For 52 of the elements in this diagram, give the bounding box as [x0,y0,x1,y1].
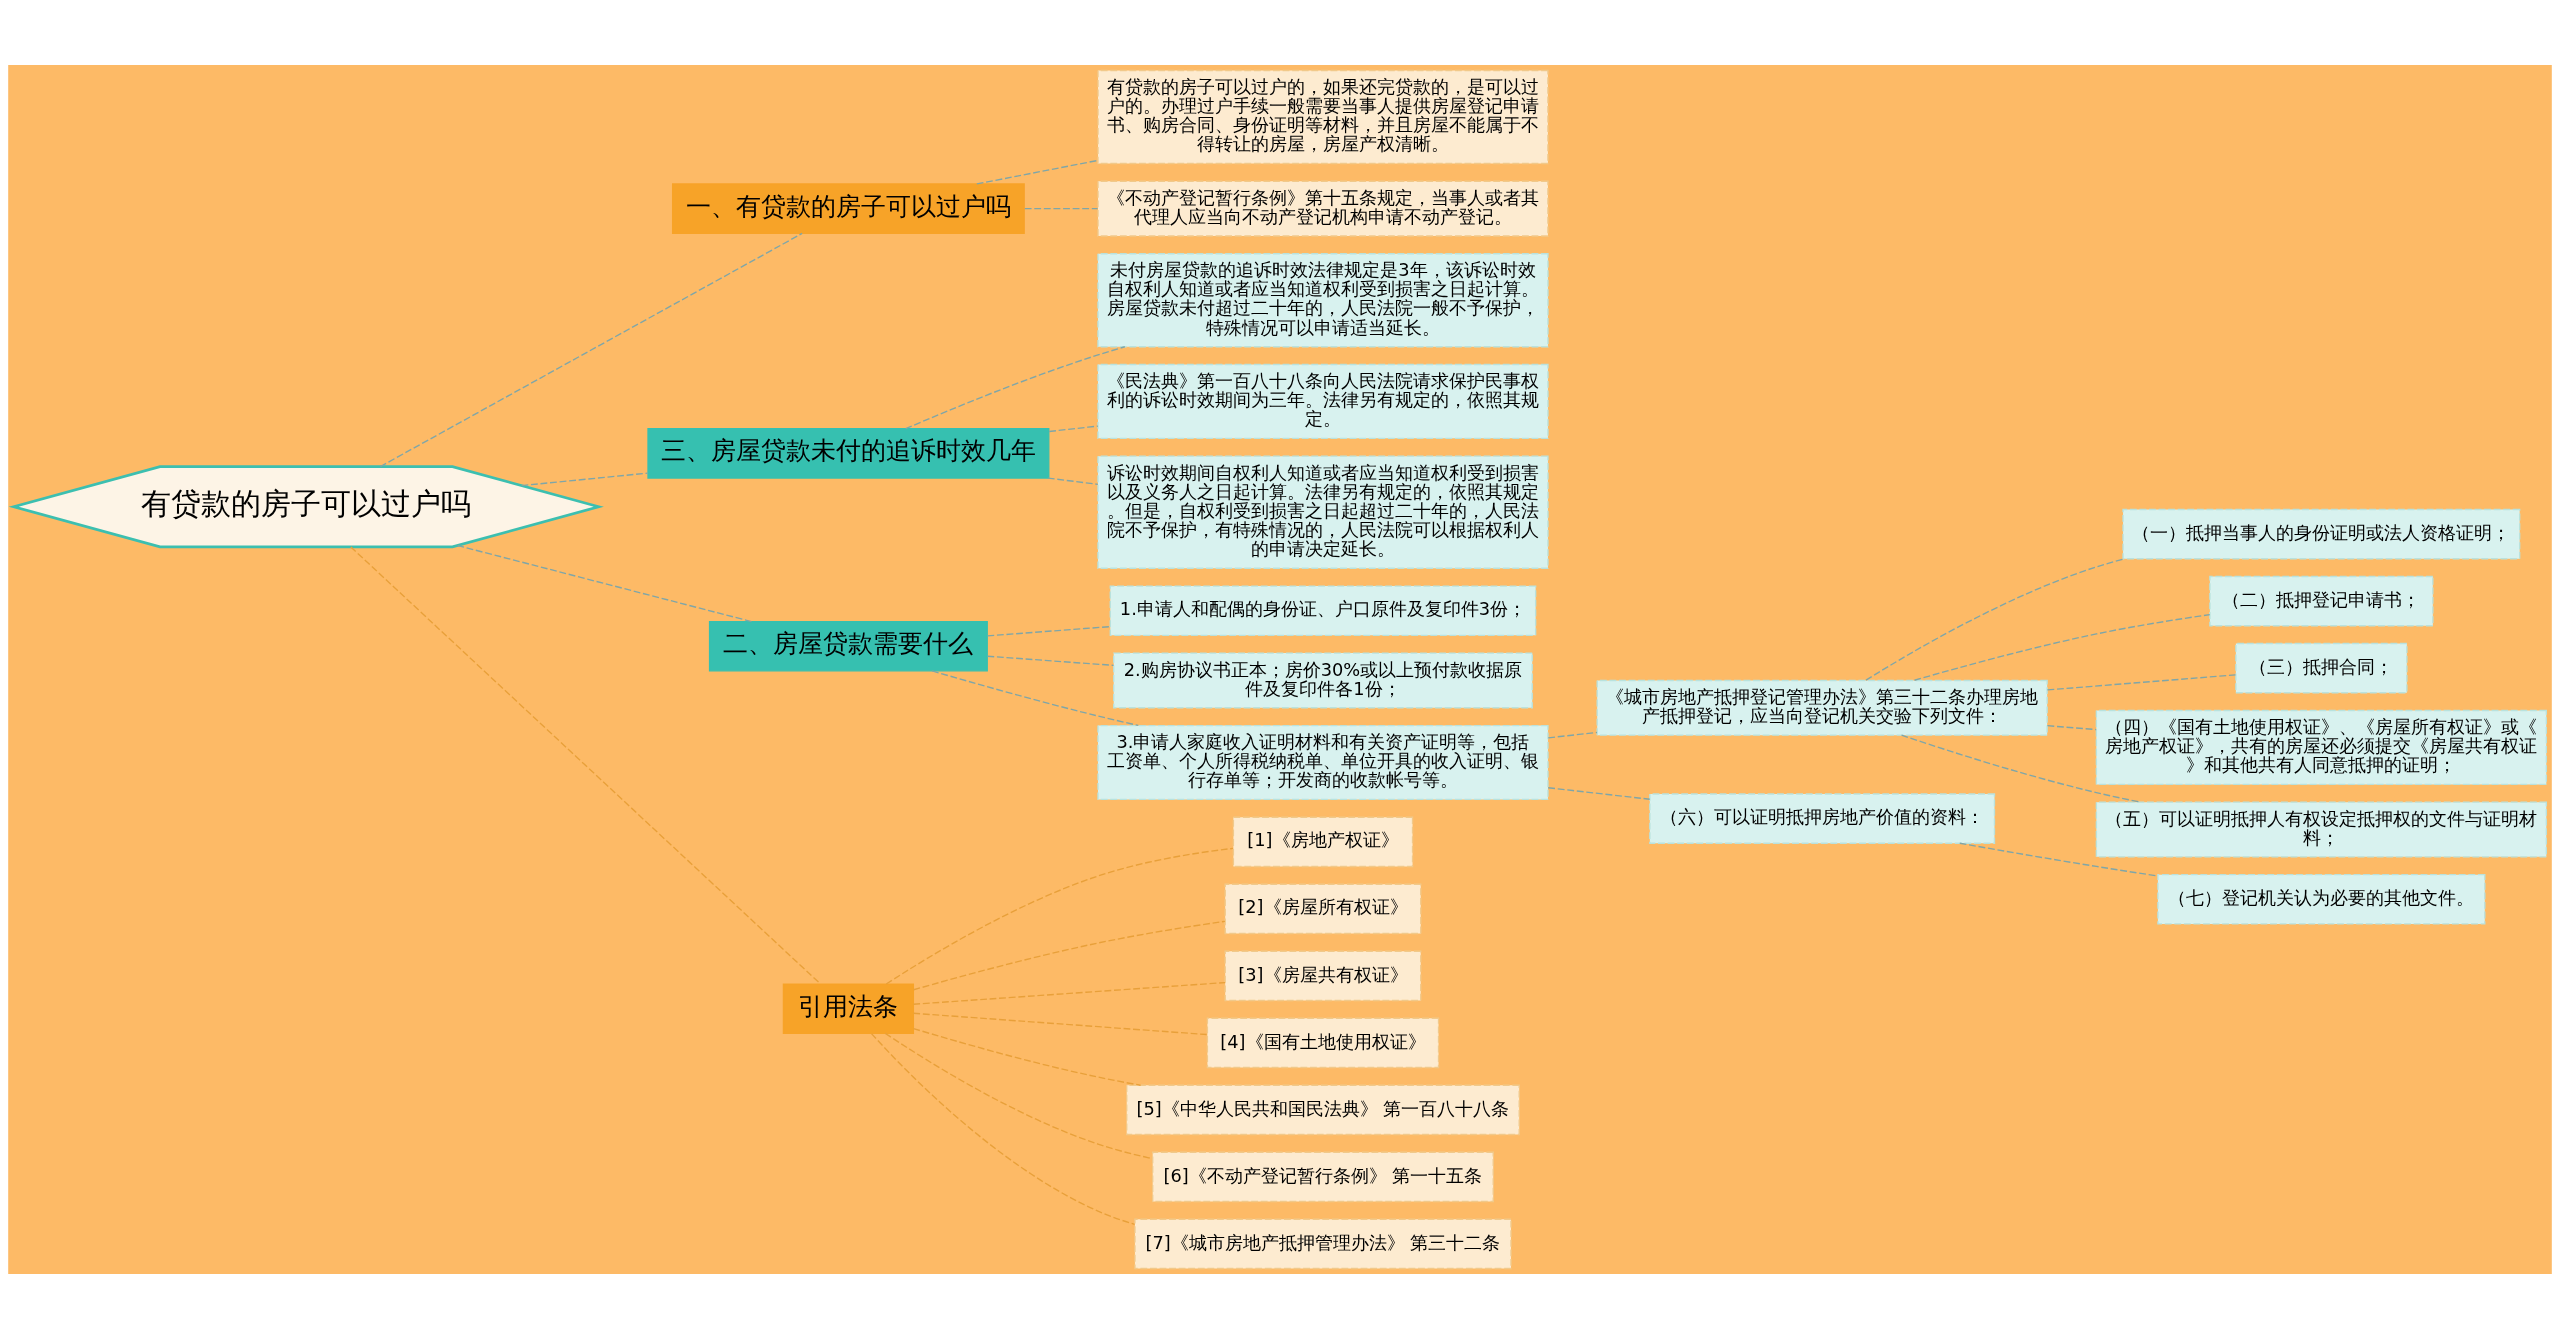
node-box: （三）抵押合同； [2235,642,2408,694]
connector [931,670,1139,727]
connector [885,847,1234,985]
node-box: 《民法典》第一百八十八条向人民法院请求保护民事权利的诉讼时效期间为三年。法律另有规定的，依照其规定。 [1097,363,1549,440]
node-box: 一、有贷款的房子可以过户吗 [671,183,1025,234]
connector [912,1012,1208,1036]
node-box: 《不动产登记暂行条例》第十五条规定，当事人或者其代理人应当向不动产登记机构申请不动产登记。 [1097,180,1549,237]
connector [350,546,821,985]
connector [912,981,1226,1005]
connector [1547,731,1598,739]
node-box: 1.申请人和配偶的身份证、户口原件及复印件3份； [1109,585,1537,636]
node-box: [1]《房地产权证》 [1232,816,1414,868]
connector [1048,425,1099,433]
connector [2046,725,2097,731]
connector [870,1032,1136,1225]
connector [1900,734,2141,803]
connector [884,1032,1153,1160]
node-box: 未付房屋贷款的追诉时效法律规定是3年，该诉讼时效自权利人知道或者应当知道权利受到损害之日起计算。房屋贷款未付超过二十年的，人民法院一般不予保护，特殊情况可以申请适当延长。 [1097,253,1549,348]
connector [986,655,1115,667]
node-box: [3]《房屋共有权证》 [1224,950,1422,1002]
node-box: [2]《房屋所有权证》 [1224,883,1422,935]
node-box: 二、房屋贷款需要什么 [708,620,988,672]
node-box: [7]《城市房地产抵押管理办法》 第三十二条 [1134,1218,1512,1270]
node-box: 诉讼时效期间自权利人知道或者应当知道权利受到损害以及义务人之日起计算。法律另有规定的，依照其规定。但是，自权利受到损害之日起超过二十年的，人民法院不予保护，有特殊情况的，人民法院可以根据权利人的申请决定延长。 [1097,455,1549,569]
connector [1047,477,1099,485]
node-box: 2.购房协议书正本；房价30%或以上预付款收据原件及复印件各1份； [1113,652,1533,709]
node-box: 《城市房地产抵押登记管理办法》第三十二条办理房地产抵押登记，应当向登记机关交验下列文件： [1596,679,2048,736]
node-box: 三、房屋贷款未付的追诉时效几年 [647,428,1050,479]
node-box: （七）登记机关认为必要的其他文件。 [2157,873,2486,925]
node-box: （二）抵押登记申请书； [2209,575,2434,627]
connector [2046,674,2237,691]
connector [986,625,1111,637]
node-box: （五）可以证明抵押人有权设定抵押权的文件与证明材料； [2095,801,2547,858]
connector [1913,613,2211,681]
connector [1547,787,1651,800]
connector [379,232,803,468]
connector [912,920,1226,991]
connector [912,1027,1142,1086]
node-box: 有贷款的房子可以过户的，如果还完贷款的，是可以过户的。办理过户手续一般需要当事人提供房屋登记申请书、购房合同、身份证明等材料，并且房屋不能属于不得转让的房屋，房屋产权清晰。 [1097,69,1549,165]
node-box: 3.申请人家庭收入证明材料和有关资产证明等，包括工资单、个人所得税纳税单、单位开具的收入证明、银行存单等；开发商的收款帐号等。 [1097,724,1549,801]
node-box: （一）抵押当事人的身份证明或法人资格证明； [2122,508,2521,560]
node-box: （六）可以证明抵押房地产价值的资料： [1649,793,1996,844]
connector [456,544,753,623]
connector [1024,207,1099,210]
connector [520,472,649,487]
connector [976,159,1099,185]
node-box: [6]《不动产登记暂行条例》 第一十五条 [1152,1151,1494,1203]
connector [904,346,1126,430]
node-box: [4]《国有土地使用权证》 [1206,1017,1440,1069]
node-box: [5]《中华人民共和国民法典》 第一百八十八条 [1126,1084,1520,1136]
node-box: 引用法条 [782,983,915,1034]
node-box: （四）《国有土地使用权证》、《房屋所有权证》或《房地产权证》，共有的房屋还必须提交《房屋共有权证》和其他共有人同意抵押的证明； [2095,709,2547,786]
